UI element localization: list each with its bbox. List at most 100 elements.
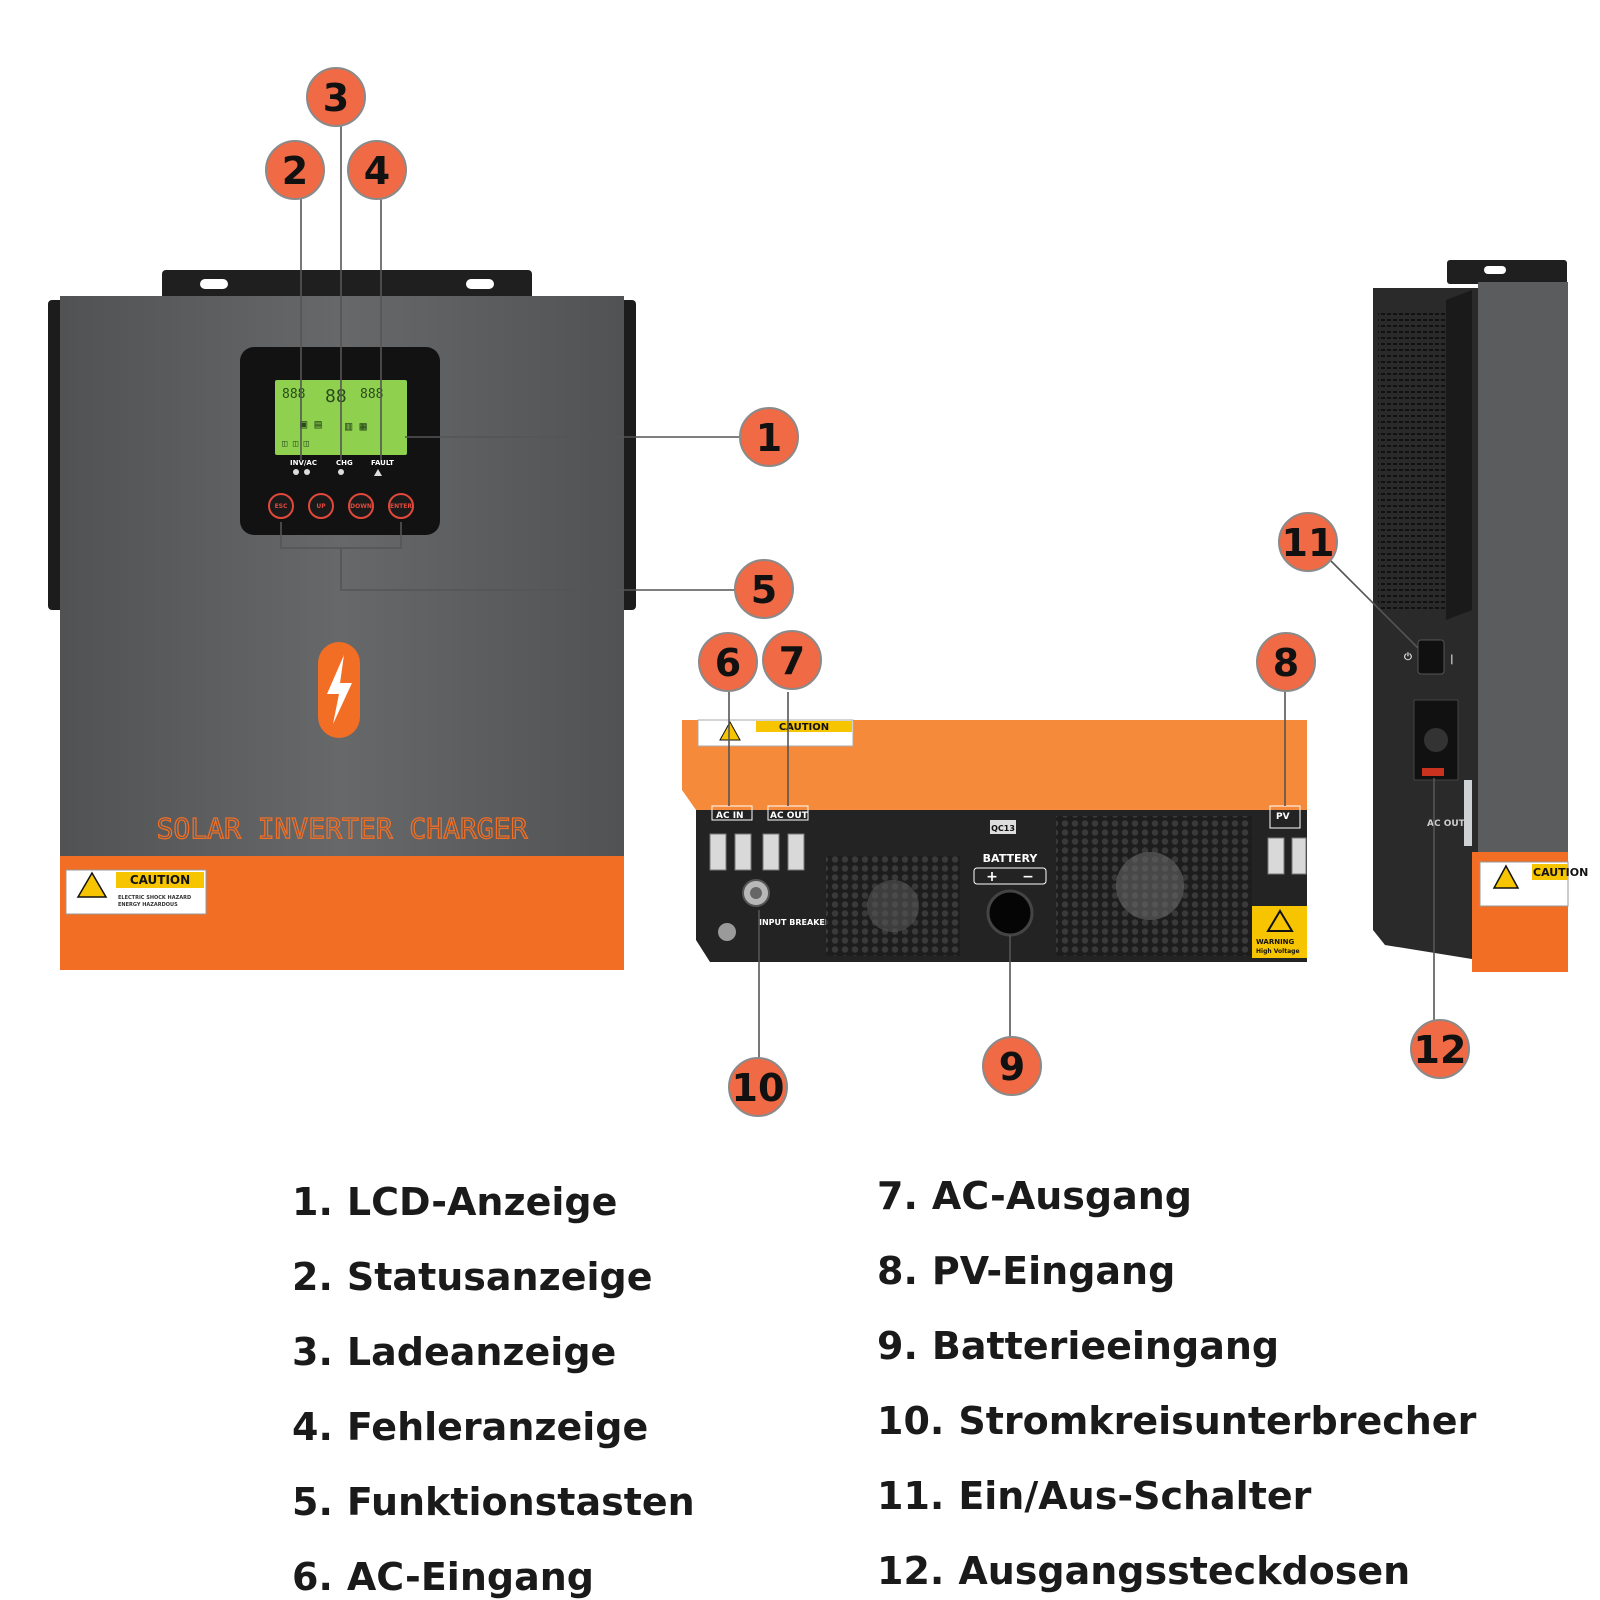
esc-button[interactable] <box>268 493 294 519</box>
legend-item-6: 6.AC-Eingang <box>292 1555 594 1599</box>
pv-terminal <box>1267 837 1285 875</box>
ground-screw <box>718 923 736 941</box>
ac-out-terminal <box>787 833 805 871</box>
legend-item-4: 4.Fehleranzeige <box>292 1405 649 1449</box>
led-label-fault: FAULT <box>371 459 394 467</box>
legend-item-12: 12.Ausgangssteckdosen <box>877 1549 1411 1593</box>
callout-10: 10 <box>728 1057 788 1117</box>
socket-indicator <box>1422 768 1444 776</box>
front-view: 888 88 888 ▣ ▤ ▥ ▦ ◫ ◫ ◫ INV/AC CHG FAUL… <box>48 270 636 970</box>
enter-label: ENTER <box>390 503 412 510</box>
qc-label: QC13 <box>991 824 1015 833</box>
ac-out-label: AC OUT <box>770 811 809 821</box>
legend-item-10: 10.Stromkreisunterbrecher <box>877 1399 1477 1443</box>
callout-11: 11 <box>1278 512 1338 572</box>
breaker-label: INPUT BREAKER <box>759 918 831 927</box>
svg-text:12: 12 <box>1414 1028 1467 1072</box>
side-label-strip <box>1464 780 1472 846</box>
function-buttons: ESC UP DOWN ENTER <box>268 493 414 519</box>
socket-face <box>1424 728 1448 752</box>
lcd-segment: ▣ ▤ <box>300 417 322 431</box>
caution-sub2: ENERGY HAZARDOUS <box>118 902 178 908</box>
side-view: ⏻ | AC OUT CAUTION <box>1373 260 1588 972</box>
warning-label: WARNING <box>1256 938 1295 946</box>
leader-lines <box>280 122 1435 1060</box>
side-vent-shadow <box>1446 290 1472 620</box>
led-label-inv: INV/AC <box>290 459 317 467</box>
battery-plus: + <box>986 869 998 885</box>
power-switch[interactable] <box>1417 639 1445 675</box>
breaker-knob <box>750 887 762 899</box>
inverter-diagram: 888 88 888 ▣ ▤ ▥ ▦ ◫ ◫ ◫ INV/AC CHG FAUL… <box>48 67 1588 1117</box>
side-bracket-hole <box>1484 266 1506 274</box>
bracket-hole <box>466 279 494 289</box>
legend-item-3: 3.Ladeanzeige <box>292 1330 617 1374</box>
svg-text:6: 6 <box>715 641 741 685</box>
callout-9: 9 <box>982 1036 1042 1096</box>
caution-title: CAUTION <box>130 873 190 887</box>
lcd-segment: 88 <box>325 386 347 407</box>
side-caution-header <box>1532 864 1568 880</box>
caution-sub1: ELECTRIC SHOCK HAZARD <box>118 895 191 901</box>
bottom-caution-header <box>756 721 852 732</box>
battery-label: BATTERY <box>983 852 1039 865</box>
side-bracket <box>1447 260 1567 284</box>
bottom-caution-title: CAUTION <box>779 722 829 733</box>
ac-in-terminal <box>734 833 752 871</box>
lcd-segment: ◫ ◫ ◫ <box>282 439 310 449</box>
high-voltage-icon <box>1266 909 1294 932</box>
side-ac-out-label: AC OUT <box>1427 819 1466 829</box>
legend-item-5: 5.Funktionstasten <box>292 1480 695 1524</box>
legend-item-9: 9.Batterieeingang <box>877 1324 1280 1368</box>
svg-text:8: 8 <box>1273 641 1299 685</box>
bottom-warning-icon <box>719 720 741 741</box>
fan-left <box>867 880 919 932</box>
enter-button[interactable] <box>388 493 414 519</box>
warning-sub-label: High Voltage <box>1256 948 1300 955</box>
fan-right <box>1116 852 1184 920</box>
inv-led <box>304 469 310 475</box>
battery-input-port <box>986 889 1034 937</box>
legend-item-11: 11.Ein/Aus-Schalter <box>877 1474 1312 1518</box>
power-on-symbol: | <box>1450 654 1454 665</box>
side-caution-title: CAUTION <box>1533 866 1588 879</box>
side-front-edge <box>1478 282 1568 852</box>
warning-triangle-icon <box>76 871 108 898</box>
callout-2: 2 <box>265 140 325 200</box>
callout-badges: 1 2 3 4 5 6 7 8 9 10 11 12 <box>265 67 1470 1117</box>
legend-item-8: 8.PV-Eingang <box>877 1249 1176 1293</box>
product-name-label: SOLAR INVERTER CHARGER <box>157 812 528 845</box>
down-label: DOWN <box>350 503 372 510</box>
fault-led-icon <box>374 469 382 476</box>
callout-4: 4 <box>347 140 407 200</box>
callout-5: 5 <box>734 559 794 619</box>
ac-in-terminal <box>709 833 727 871</box>
lightning-icon <box>327 655 352 724</box>
battery-minus: − <box>1022 869 1034 885</box>
lcd-segment: 888 <box>360 387 383 402</box>
pv-label: PV <box>1276 812 1290 822</box>
legend-item-2: 2.Statusanzeige <box>292 1255 653 1299</box>
callout-7: 7 <box>762 630 822 690</box>
lcd-segment: ▥ ▦ <box>345 419 367 433</box>
svg-text:1: 1 <box>756 416 782 460</box>
svg-text:10: 10 <box>732 1066 785 1110</box>
side-vent <box>1378 310 1446 610</box>
svg-text:9: 9 <box>999 1045 1025 1089</box>
up-label: UP <box>316 503 326 510</box>
ac-out-terminal <box>762 833 780 871</box>
up-button[interactable] <box>308 493 334 519</box>
down-button[interactable] <box>348 493 374 519</box>
bracket-hole <box>200 279 228 289</box>
inv-led <box>293 469 299 475</box>
pv-terminal <box>1291 837 1307 875</box>
esc-label: ESC <box>275 503 288 510</box>
mounting-bracket <box>162 270 532 300</box>
leader-5 <box>340 548 735 591</box>
callout-3: 3 <box>306 67 366 127</box>
led-label-chg: CHG <box>336 459 353 467</box>
svg-text:4: 4 <box>364 149 390 193</box>
power-off-symbol: ⏻ <box>1404 651 1412 663</box>
legend-item-7: 7.AC-Ausgang <box>877 1174 1193 1218</box>
chg-led <box>338 469 344 475</box>
